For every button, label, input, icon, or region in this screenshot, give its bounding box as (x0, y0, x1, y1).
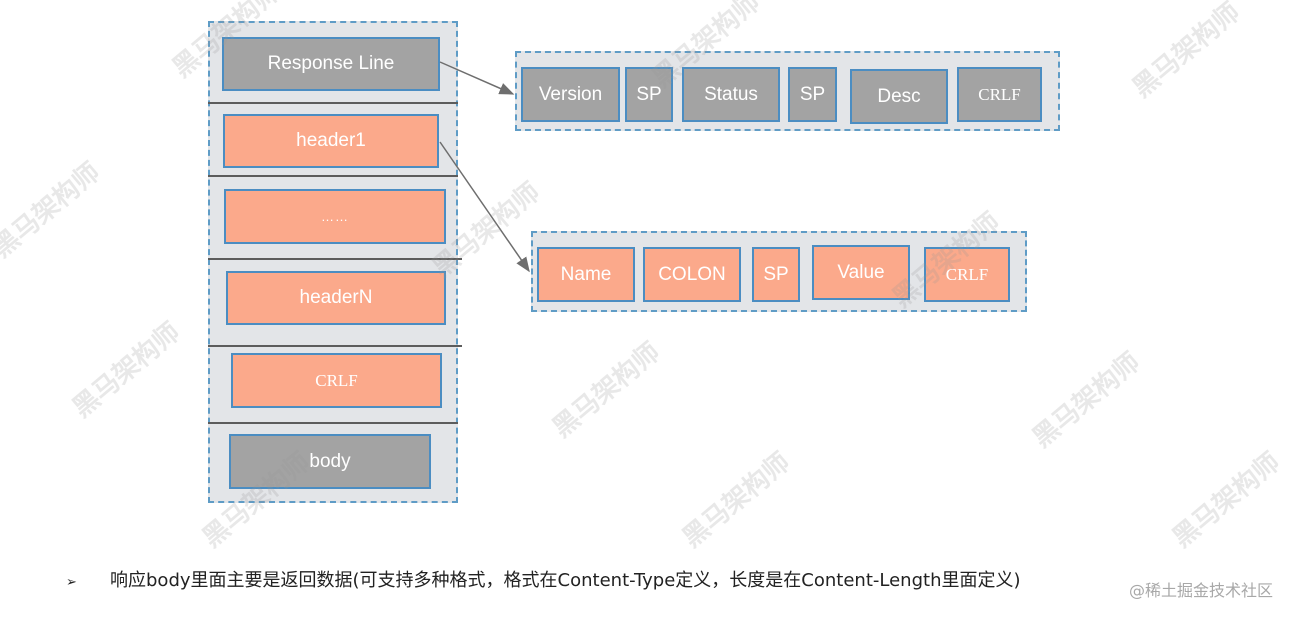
arrow-header1-to-fields (439, 141, 530, 273)
divider-2 (208, 175, 458, 177)
header-field-sp: SP (752, 247, 800, 302)
divider-1 (208, 102, 458, 104)
ellipsis-box: …… (224, 189, 446, 244)
status-field-label: SP (636, 83, 662, 105)
response-line-box: Response Line (222, 37, 440, 91)
status-field-label: Desc (877, 85, 921, 107)
header-field-label: CRLF (945, 264, 989, 284)
status-field-label: Version (538, 83, 603, 105)
body-box: body (229, 434, 431, 489)
status-field-desc: Desc (850, 69, 948, 124)
header-field-colon: COLON (643, 247, 741, 302)
response-line-label: Response Line (267, 53, 395, 74)
caption: ➢ 响应body里面主要是返回数据(可支持多种格式，格式在Content-Type… (66, 566, 1021, 592)
headerN-label: headerN (299, 287, 373, 308)
status-field-label: Status (704, 83, 758, 105)
status-field-status: Status (682, 67, 780, 122)
watermark-corner: @稀土掘金技术社区 (1128, 581, 1273, 600)
status-field-sp-1: SP (625, 67, 673, 122)
caption-text: 响应body里面主要是返回数据(可支持多种格式，格式在Content-Type定… (110, 570, 1021, 591)
status-field-label: SP (799, 83, 826, 105)
divider-3 (208, 258, 462, 260)
ellipsis-label: …… (321, 209, 349, 224)
divider-4 (208, 345, 462, 347)
body-label: body (309, 450, 351, 472)
header-field-value: Value (812, 245, 910, 300)
crlf-box: CRLF (231, 353, 442, 408)
crlf-label: CRLF (315, 370, 358, 390)
arrow-response-line-to-status (439, 61, 515, 95)
status-field-sp-2: SP (788, 67, 837, 122)
divider-5 (208, 422, 458, 424)
status-field-label: CRLF (978, 84, 1021, 104)
header-field-label: Name (560, 263, 612, 285)
header-field-name: Name (537, 247, 635, 302)
header-field-label: Value (837, 261, 885, 283)
header1-label: header1 (296, 130, 366, 151)
header-field-label: SP (763, 263, 789, 285)
status-field-crlf: CRLF (957, 67, 1042, 122)
bullet-icon: ➢ (66, 575, 77, 590)
header-field-label: COLON (658, 263, 726, 285)
headerN-box: headerN (226, 271, 446, 325)
status-field-version: Version (521, 67, 620, 122)
header1-box: header1 (223, 114, 439, 168)
header-field-crlf: CRLF (924, 247, 1010, 302)
